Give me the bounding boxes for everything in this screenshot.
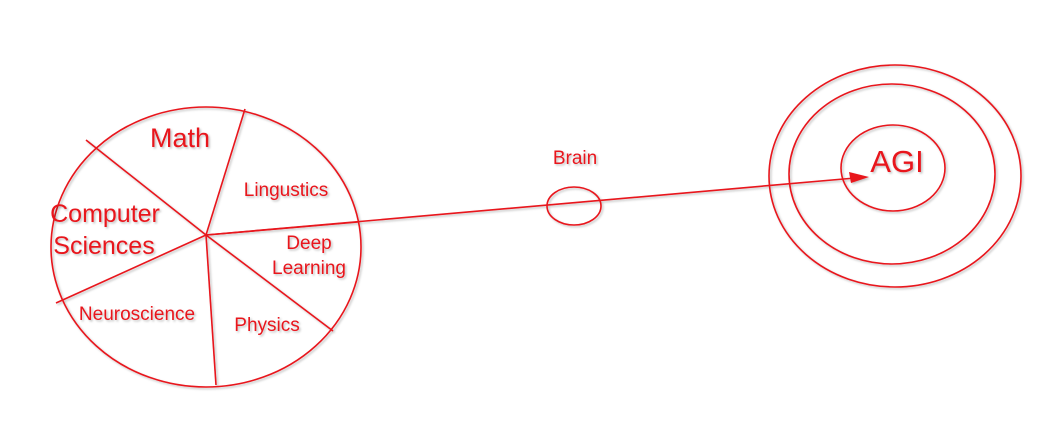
label-lingustics: Lingustics xyxy=(244,180,329,201)
divider-physics-neuro xyxy=(205,234,217,386)
label-agi: AGI xyxy=(870,144,923,179)
label-computer-line2: Sciences xyxy=(53,232,154,260)
label-neuroscience: Neuroscience xyxy=(79,304,195,325)
divider-math-lingustics xyxy=(205,108,246,236)
label-computer-line1: Computer xyxy=(50,200,160,228)
disciplines-circle xyxy=(50,106,362,388)
arrow-line xyxy=(205,177,856,236)
arrow-head xyxy=(849,172,869,183)
label-physics: Physics xyxy=(234,315,299,336)
brain-ellipse xyxy=(546,186,602,226)
agi-outer-ring xyxy=(768,64,1022,288)
label-deep-line1: Deep xyxy=(286,233,331,254)
label-brain: Brain xyxy=(553,148,597,169)
label-deep-line2: Learning xyxy=(272,258,346,279)
divider-neuro-computer xyxy=(55,234,207,304)
divider-deep-physics xyxy=(205,234,334,332)
label-math: Math xyxy=(150,123,210,153)
agi-middle-ring xyxy=(788,83,996,265)
divider-computer-math xyxy=(85,139,207,236)
agi-inner-ring xyxy=(840,124,946,212)
